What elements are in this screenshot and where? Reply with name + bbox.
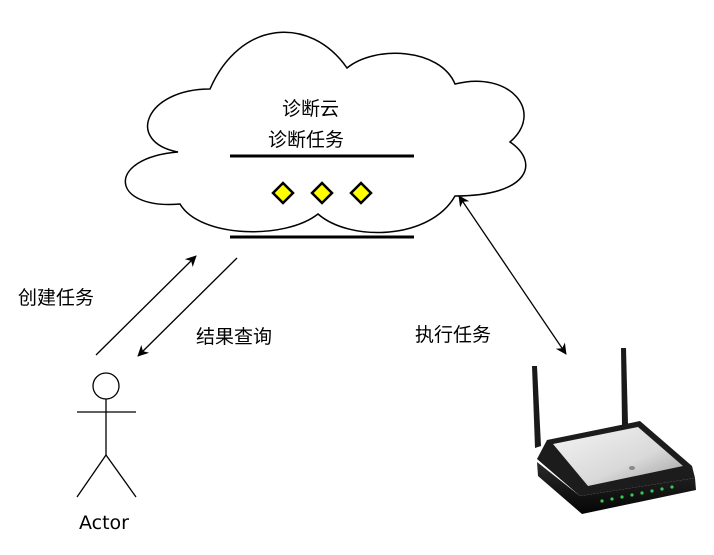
cloud-title: 诊断云 [282, 98, 340, 120]
edge-label-create-task: 创建任务 [18, 287, 95, 309]
arrow-execute-task [458, 195, 567, 355]
queue-items [271, 181, 373, 205]
cloud-subtitle: 诊断任务 [268, 129, 345, 151]
actor-label: Actor [79, 512, 129, 534]
edge-label-execute-task: 执行任务 [415, 324, 492, 346]
arrow-create-task [95, 255, 197, 356]
diamond-icon [271, 181, 295, 205]
arrow-query-result [137, 257, 238, 357]
wireless-router-icon [532, 348, 696, 514]
edge-label-query-result: 结果查询 [196, 326, 273, 348]
stick-figure-icon [76, 372, 137, 498]
cloud-shape [124, 31, 527, 234]
diamond-icon [310, 181, 334, 205]
diamond-icon [349, 181, 373, 205]
